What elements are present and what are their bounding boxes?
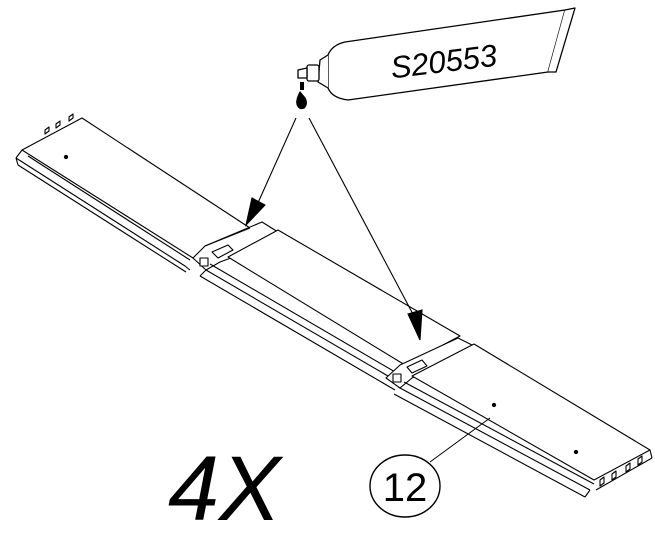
glue-application-arrows bbox=[245, 117, 423, 341]
arrow-head-joint-1 bbox=[245, 197, 266, 227]
arrow-head-joint-2 bbox=[407, 309, 423, 341]
arrow-line-joint-2 bbox=[308, 117, 416, 319]
part-callout: 12 bbox=[369, 417, 491, 518]
board-segment-right bbox=[393, 343, 653, 498]
quantity-label: 4X bbox=[168, 438, 284, 528]
glue-tube-icon bbox=[296, 7, 576, 110]
bed-rail-board bbox=[15, 113, 653, 498]
arrow-line-joint-1 bbox=[256, 117, 297, 206]
callout-number: 12 bbox=[383, 466, 428, 510]
board-segment-middle bbox=[199, 229, 461, 391]
callout-leader-line bbox=[429, 417, 491, 463]
board-segment-left bbox=[15, 113, 251, 273]
callout-circle bbox=[369, 454, 441, 518]
